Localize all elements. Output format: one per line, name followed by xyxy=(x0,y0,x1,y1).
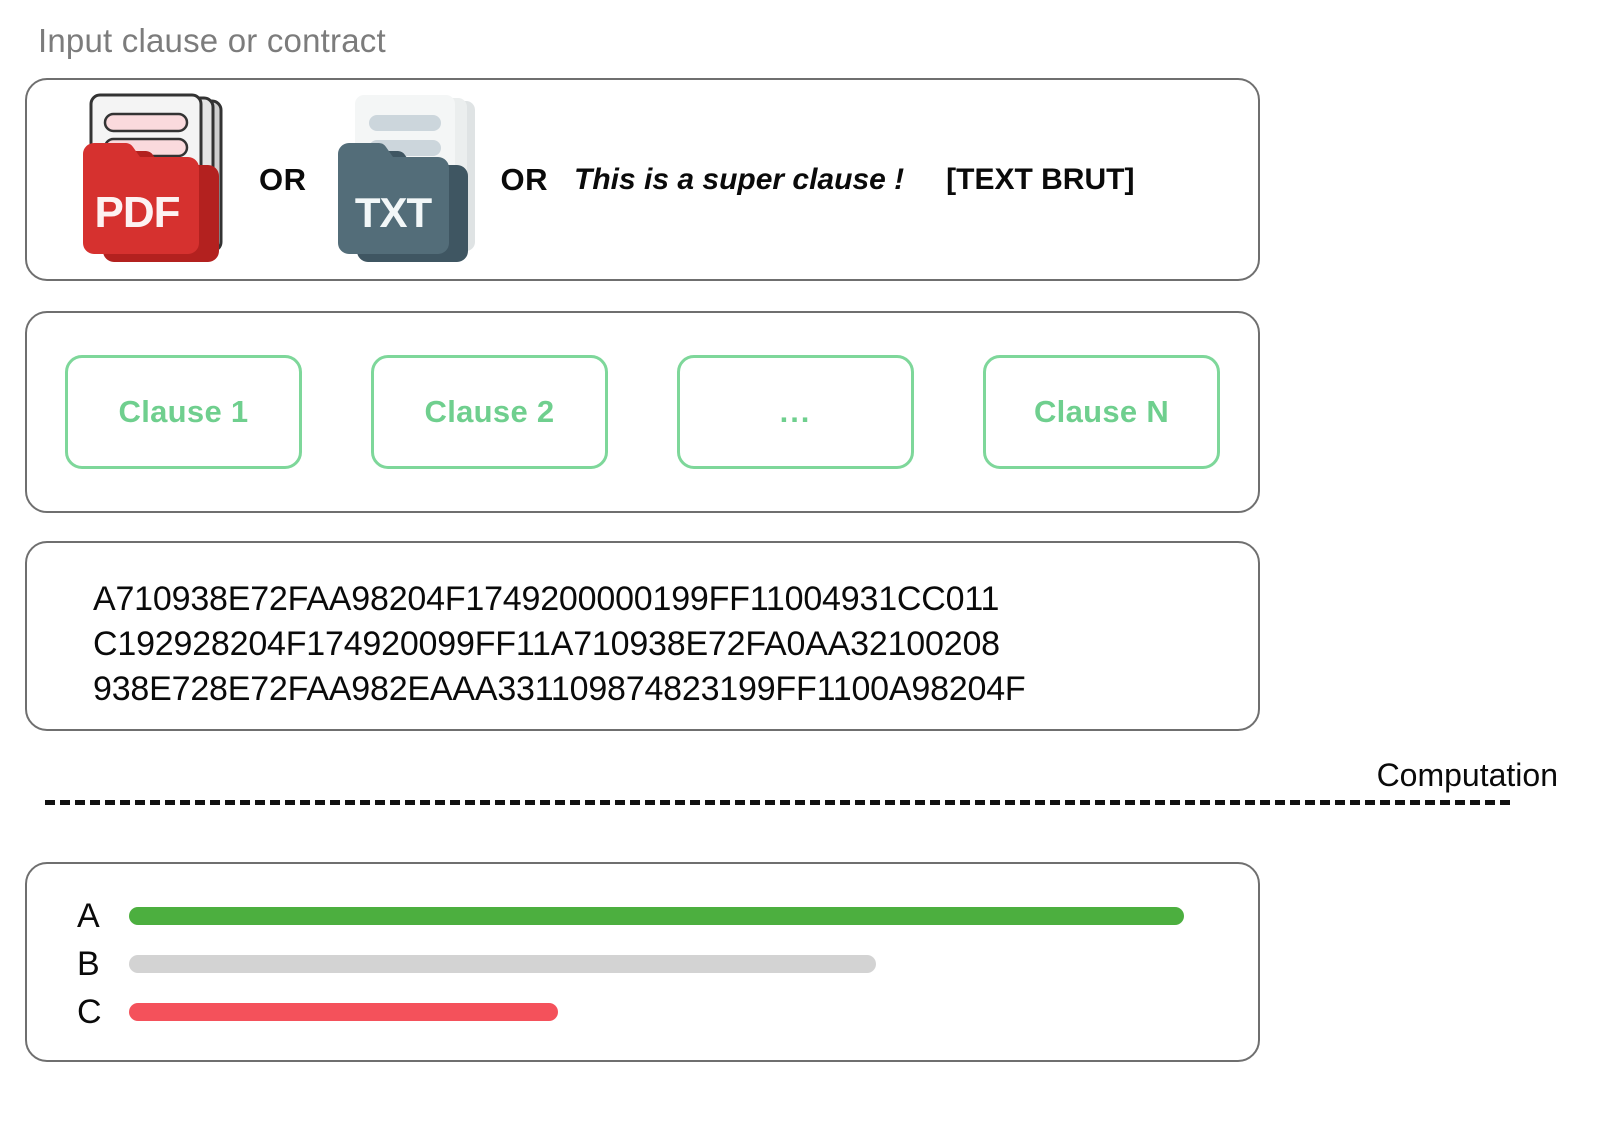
clause-chip-2[interactable]: Clause 2 xyxy=(371,355,608,469)
bar-row-b: B xyxy=(77,947,1228,981)
input-panel: PDF OR TXT OR This is a s xyxy=(25,78,1260,281)
pdf-file-icon[interactable]: PDF xyxy=(65,87,235,272)
or-label-2: OR xyxy=(500,161,548,197)
bar-fill-a xyxy=(129,907,1185,925)
clause-chip-n-label: Clause N xyxy=(1033,394,1170,429)
bar-label-b: B xyxy=(77,945,100,983)
bar-track-b xyxy=(129,955,1228,973)
clause-chip-ellipsis[interactable]: ... xyxy=(677,355,914,469)
txt-file-icon[interactable]: TXT xyxy=(325,87,485,272)
hash-text-block: A710938E72FAA98204F1749200000199FF110049… xyxy=(93,577,1238,713)
input-row: PDF OR TXT OR This is a s xyxy=(27,80,1258,279)
clause-chip-2-label: Clause 2 xyxy=(424,394,555,429)
bar-label-c: C xyxy=(77,993,102,1031)
hash-line-1: A710938E72FAA98204F1749200000199FF110049… xyxy=(93,580,1000,618)
or-label-1: OR xyxy=(259,161,307,197)
bar-row-a: A xyxy=(77,899,1228,933)
clause-chip-1-label: Clause 1 xyxy=(118,394,249,429)
bar-track-a xyxy=(129,907,1228,925)
computation-divider-line xyxy=(45,800,1510,805)
bar-fill-b xyxy=(129,955,877,973)
clause-chip-ellipsis-label: ... xyxy=(779,394,812,429)
text-brut-label: [TEXT BRUT] xyxy=(946,162,1135,196)
sample-clause-text: This is a super clause ! xyxy=(574,162,905,196)
page-title: Input clause or contract xyxy=(38,22,386,59)
hash-line-3: 938E728E72FAA982EAAA331109874823199FF110… xyxy=(93,670,1026,709)
svg-text:TXT: TXT xyxy=(354,189,432,236)
bar-track-c xyxy=(129,1003,1228,1021)
svg-text:PDF: PDF xyxy=(95,188,180,237)
clause-chip-row: Clause 1 Clause 2 ... Clause N xyxy=(27,313,1258,511)
bar-fill-c xyxy=(129,1003,558,1021)
clause-chip-n[interactable]: Clause N xyxy=(983,355,1220,469)
result-panel: A B C xyxy=(25,862,1260,1062)
computation-label: Computation xyxy=(1376,757,1558,793)
bar-chart: A B C xyxy=(77,894,1228,1034)
hash-panel: A710938E72FAA98204F1749200000199FF110049… xyxy=(25,541,1260,731)
clauses-panel: Clause 1 Clause 2 ... Clause N xyxy=(25,311,1260,513)
bar-row-c: C xyxy=(77,995,1228,1029)
hash-line-2: C192928204F174920099FF11A710938E72FA0AA3… xyxy=(93,625,1000,664)
clause-chip-1[interactable]: Clause 1 xyxy=(65,355,302,469)
bar-label-a: A xyxy=(77,897,100,935)
